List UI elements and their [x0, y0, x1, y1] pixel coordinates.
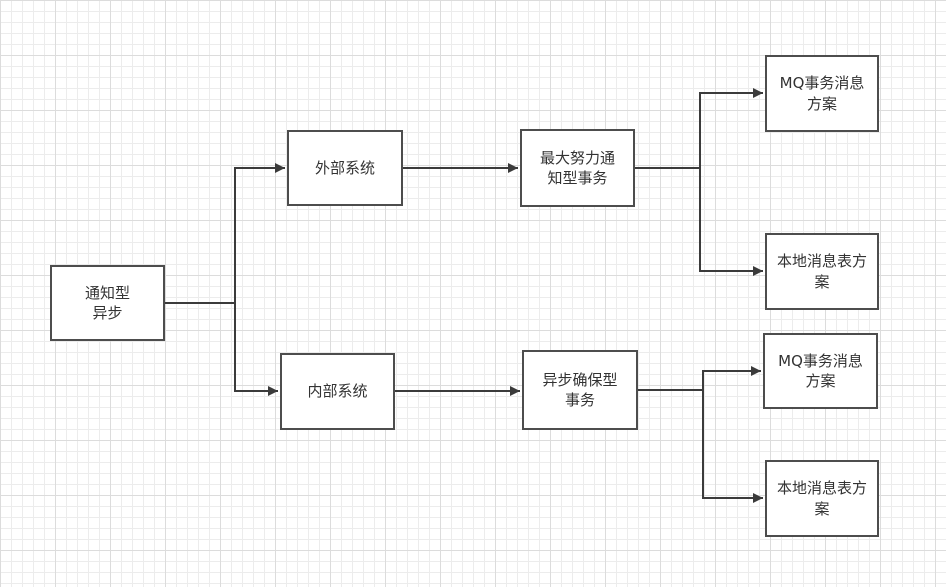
edge-root-external[interactable] — [165, 163, 285, 304]
edge-asyncensure-localbottom[interactable] — [638, 389, 763, 503]
node-best-effort-transaction[interactable]: 最大努力通 知型事务 — [520, 129, 635, 207]
edge-besteffort-mqtop[interactable] — [635, 88, 763, 169]
edge-asyncensure-mqbottom[interactable] — [638, 366, 761, 391]
edge-besteffort-localtop[interactable] — [635, 167, 763, 276]
node-async-ensure-transaction-label: 异步确保型 事务 — [542, 370, 618, 409]
node-mq-transaction-message-top-label: MQ事务消息 方案 — [779, 74, 865, 113]
node-local-message-table-bottom-label: 本地消息表方 案 — [776, 479, 867, 518]
edge-root-internal[interactable] — [165, 302, 278, 396]
node-external-system[interactable]: 外部系统 — [287, 130, 403, 206]
node-async-ensure-transaction[interactable]: 异步确保型 事务 — [522, 350, 638, 430]
node-mq-transaction-message-bottom-label: MQ事务消息 方案 — [778, 351, 863, 390]
node-local-message-table-top-label: 本地消息表方 案 — [776, 252, 867, 291]
node-mq-transaction-message-bottom[interactable]: MQ事务消息 方案 — [763, 333, 878, 409]
node-notify-async[interactable]: 通知型 异步 — [50, 265, 165, 341]
node-best-effort-transaction-label: 最大努力通 知型事务 — [539, 148, 615, 187]
node-local-message-table-bottom[interactable]: 本地消息表方 案 — [765, 460, 879, 537]
node-notify-async-label: 通知型 异步 — [84, 283, 130, 322]
node-external-system-label: 外部系统 — [314, 158, 375, 177]
node-internal-system-label: 内部系统 — [307, 382, 368, 401]
node-internal-system[interactable]: 内部系统 — [280, 353, 395, 430]
node-mq-transaction-message-top[interactable]: MQ事务消息 方案 — [765, 55, 879, 132]
node-local-message-table-top[interactable]: 本地消息表方 案 — [765, 233, 879, 310]
